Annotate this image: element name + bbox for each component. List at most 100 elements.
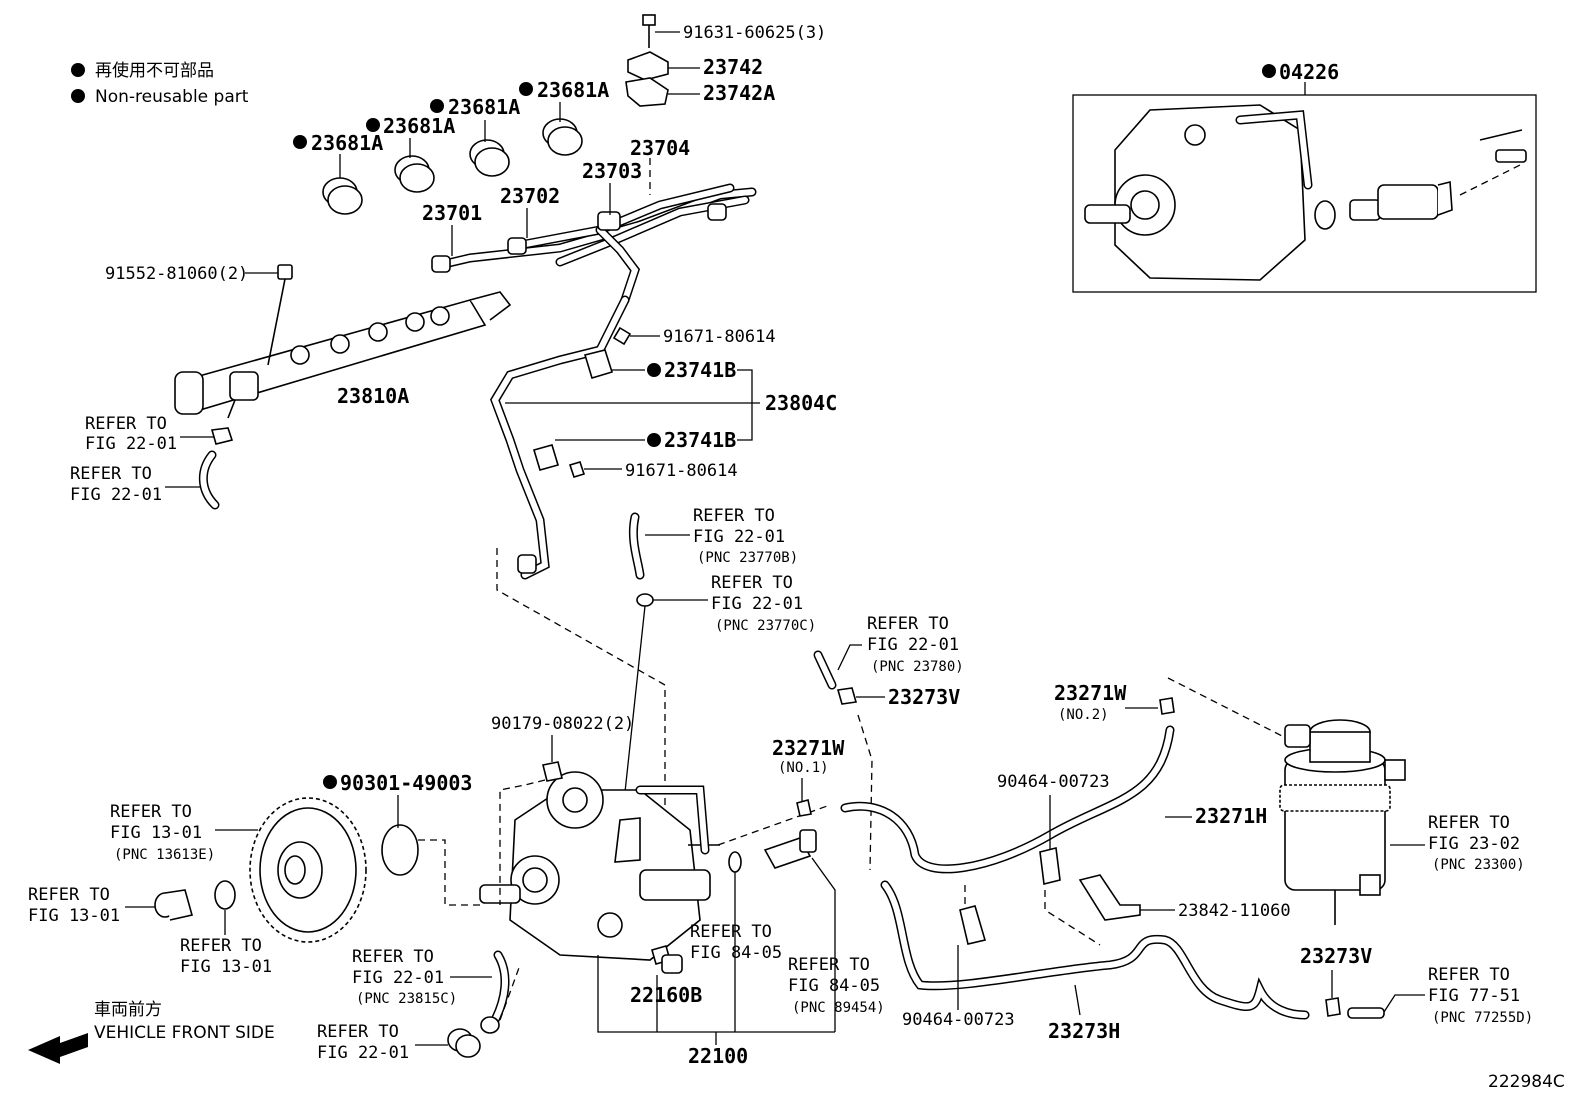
supply-pump-22100	[479, 771, 720, 961]
grommet-23681A	[322, 177, 363, 215]
label-23271W-no2: 23271W	[1054, 681, 1127, 705]
bushing	[154, 889, 193, 921]
legend-jp: 再使用不可部品	[95, 60, 214, 81]
ref-fig-22-01: FIG 22-01	[693, 527, 785, 547]
kit-pump	[1084, 104, 1313, 281]
kit-o-ring	[1314, 200, 1336, 230]
label-23704: 23704	[630, 136, 690, 160]
ref-fig-22-01: FIG 22-01	[317, 1043, 409, 1063]
ref-text: REFER TO	[690, 922, 772, 942]
clip-23273V-b	[1325, 997, 1341, 1017]
o-ring-90301	[381, 824, 419, 876]
nut-90179	[542, 761, 563, 782]
figure-id: 222984C	[1488, 1072, 1565, 1092]
label-23703: 23703	[582, 159, 642, 183]
legend-en: Non-reusable part	[95, 87, 249, 107]
ref-text: REFER TO	[788, 955, 870, 975]
fuel-filter	[1279, 719, 1406, 925]
label-no2: (NO.2)	[1058, 707, 1109, 723]
ref-pnc-89454: (PNC 89454)	[792, 1000, 885, 1016]
leak-pipe-23804C	[490, 295, 630, 580]
ref-fig-22-01: FIG 22-01	[711, 594, 803, 614]
label-23701: 23701	[422, 201, 482, 225]
ref-pnc-23770C: (PNC 23770C)	[715, 618, 816, 634]
label-23804C: 23804C	[765, 391, 837, 415]
grommet-23681A	[542, 118, 583, 156]
clamp-23742A	[625, 77, 669, 107]
label-23681A-4: 23681A	[537, 78, 609, 102]
label-23742: 23742	[703, 55, 763, 79]
kit-box-04226	[1072, 94, 1537, 293]
o-ring	[214, 880, 236, 910]
clip-90464-a	[1039, 847, 1061, 885]
bolt-22160B	[651, 945, 683, 974]
ref-fig-23-02: FIG 23-02	[1428, 834, 1520, 854]
ref-fig-22-01: FIG 22-01	[85, 434, 177, 454]
ref-text: REFER TO	[693, 506, 775, 526]
ref-text: REFER TO	[1428, 965, 1510, 985]
ref-text: REFER TO	[110, 802, 192, 822]
ref-text: REFER TO	[317, 1022, 399, 1042]
label-23742A: 23742A	[703, 81, 775, 105]
ref-fig-13-01: FIG 13-01	[180, 957, 272, 977]
label-23681A-1: 23681A	[311, 131, 383, 155]
bolt-91631	[642, 14, 656, 48]
label-23271H: 23271H	[1195, 804, 1267, 828]
label-23681A-3: 23681A	[448, 95, 520, 119]
ref-text: REFER TO	[28, 885, 110, 905]
label-23681A-2: 23681A	[383, 114, 455, 138]
label-23741B-b: 23741B	[664, 428, 736, 452]
kit-valve	[1349, 180, 1453, 221]
ref-text: REFER TO	[1428, 813, 1510, 833]
label-23842: 23842-11060	[1178, 901, 1291, 921]
grommet-23681A	[469, 139, 510, 177]
label-23810A: 23810A	[337, 384, 409, 408]
ref-fig-13-01: FIG 13-01	[28, 906, 120, 926]
label-91631: 91631-60625(3)	[683, 23, 826, 43]
vehicle-front-jp: 車両前方	[94, 1000, 162, 1020]
grommet-23681A	[394, 155, 435, 193]
ref-text: REFER TO	[85, 414, 167, 434]
label-90464-a: 90464-00723	[997, 772, 1110, 792]
bolt-91552	[267, 264, 293, 366]
ref-text: REFER TO	[70, 464, 152, 484]
injection-pipes	[431, 183, 757, 305]
legend-bullet-icon	[71, 63, 85, 77]
label-23271W-no1: 23271W	[772, 736, 845, 760]
label-23702: 23702	[500, 184, 560, 208]
drive-gear	[249, 797, 367, 943]
common-rail-23810A	[174, 291, 512, 419]
clamp-23742	[627, 51, 669, 81]
label-23741B-a: 23741B	[664, 358, 736, 382]
legend-bullet-icon	[71, 89, 85, 103]
ref-fig-77-51: FIG 77-51	[1428, 986, 1520, 1006]
fuel-hoses	[840, 725, 1310, 1020]
ref-fig-22-01: FIG 22-01	[867, 635, 959, 655]
ref-text: REFER TO	[711, 573, 793, 593]
label-90464-b: 90464-00723	[902, 1010, 1015, 1030]
label-91671-a: 91671-80614	[663, 327, 776, 347]
label-22160B: 22160B	[630, 983, 702, 1007]
sensor-89454	[763, 829, 817, 869]
ref-pnc-77255D: (PNC 77255D)	[1432, 1010, 1533, 1026]
ref-text: REFER TO	[180, 936, 262, 956]
bracket-23842	[1078, 874, 1141, 921]
label-23273H: 23273H	[1048, 1019, 1120, 1043]
ref-pnc-23815C: (PNC 23815C)	[356, 991, 457, 1007]
ref-fig-22-01: FIG 22-01	[70, 485, 162, 505]
o-ring-84-05	[728, 851, 742, 873]
label-22100: 22100	[688, 1044, 748, 1068]
label-04226: 04226	[1279, 60, 1339, 84]
clip-90464-b	[959, 905, 987, 945]
vehicle-front-en: VEHICLE FRONT SIDE	[94, 1023, 275, 1043]
label-91552: 91552-81060(2)	[105, 264, 248, 284]
label-23273V-a: 23273V	[888, 685, 960, 709]
label-no1: (NO.1)	[778, 760, 829, 776]
ref-fig-84-05: FIG 84-05	[690, 943, 782, 963]
ref-fig-84-05: FIG 84-05	[788, 976, 880, 996]
ref-fig-22-01: FIG 22-01	[352, 968, 444, 988]
label-91671-b: 91671-80614	[625, 461, 738, 481]
clip-23271W-no1	[796, 799, 812, 817]
